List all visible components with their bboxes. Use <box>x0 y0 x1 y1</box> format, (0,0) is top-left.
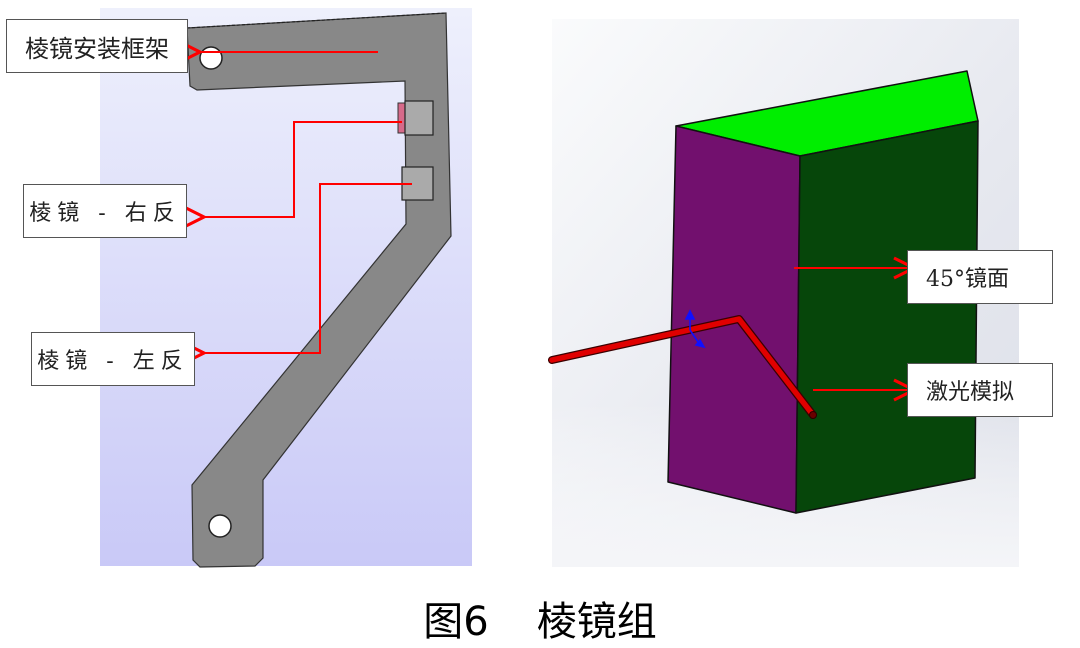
mounting-hole-top <box>199 46 223 70</box>
callout-prism-right-reflect: 棱镜 - 右反 <box>23 184 187 238</box>
callout-label: 激光模拟 <box>926 380 1015 405</box>
laser-simulation-beam <box>548 315 817 419</box>
figure-caption: 图6 棱镜组 <box>0 588 1080 648</box>
prism-side-face <box>795 120 979 514</box>
callout-prism-left-reflect: 棱镜 - 左反 <box>31 332 195 386</box>
callout-label: 棱镜 - 右反 <box>29 201 181 226</box>
callout-prism-frame: 棱镜安装框架 <box>6 19 188 73</box>
callout-label: 45°镜面 <box>926 267 1009 292</box>
prism-frame-drawing <box>100 8 472 568</box>
callout-label: 棱镜 - 左反 <box>37 349 189 374</box>
figure-title: 棱镜组 <box>536 599 657 645</box>
prism-frame-view: 棱镜安装框架 棱镜 - 右反 棱镜 - 左反 <box>0 0 540 580</box>
right-reflect-leader-arrow <box>204 121 402 217</box>
callout-laser-simulation: 激光模拟 <box>907 363 1053 417</box>
prism-block-view: 45°镜面 激光模拟 <box>540 0 1080 580</box>
leader-lines <box>200 52 412 353</box>
leader-lines <box>794 268 914 390</box>
left-reflect-leader-arrow <box>204 183 412 353</box>
prism-block-drawing <box>548 19 1019 567</box>
prism-right-reflect-part <box>397 100 434 136</box>
coordinate-triad-icon <box>684 309 706 349</box>
callout-label: 棱镜安装框架 <box>25 34 169 63</box>
figure-number: 图6 <box>423 599 489 645</box>
callout-45-mirror: 45°镜面 <box>907 250 1053 304</box>
mounting-hole-bottom <box>208 514 232 538</box>
